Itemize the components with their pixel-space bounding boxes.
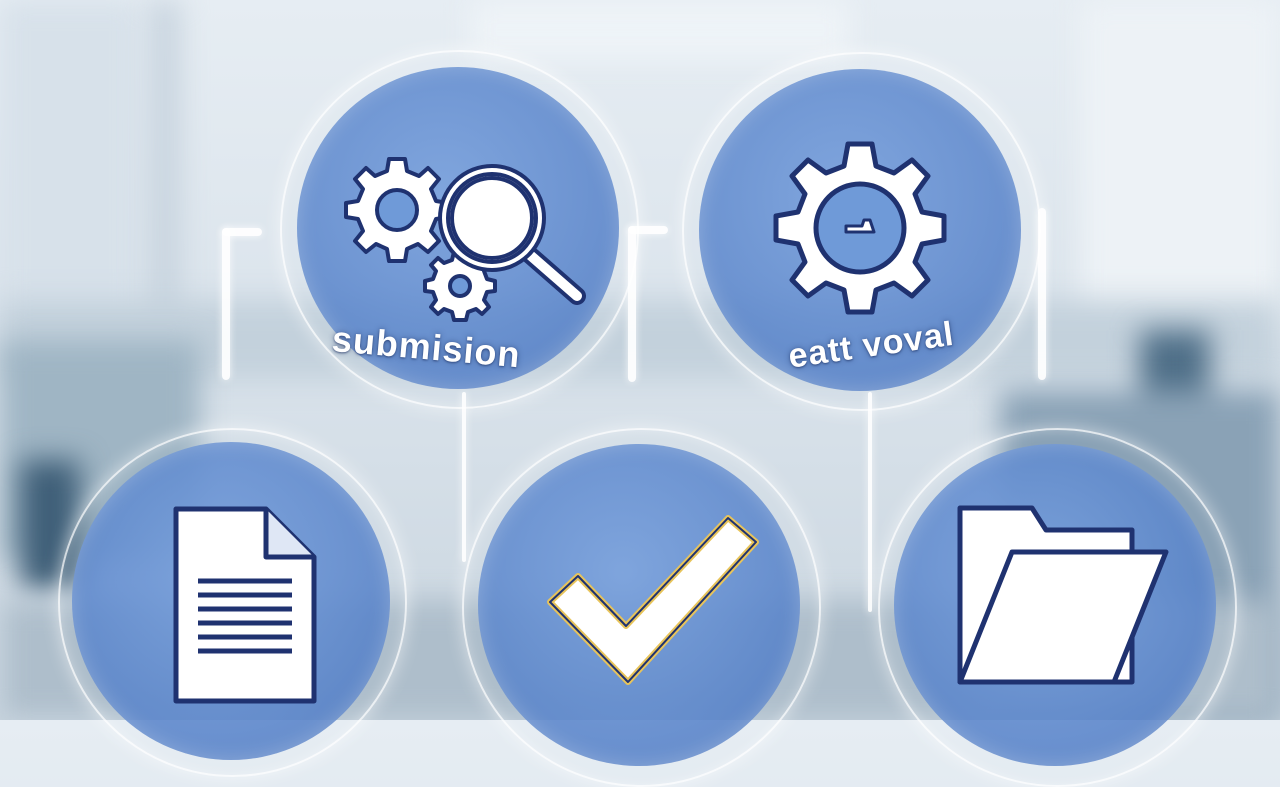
submission-node-halo [280,50,639,409]
folder-icon [957,505,1169,685]
middle-bracket-top [628,226,668,234]
right-bracket-vertical [1038,208,1046,380]
gears-magnifier-icon [344,157,586,322]
workflow-diagram: submision eatt voval [58,50,1237,787]
check-node [478,444,800,766]
approval-node-halo [682,52,1041,411]
connector-submission [462,392,466,562]
document-icon [173,506,317,704]
left-bracket-vertical [222,228,230,380]
middle-bracket-vertical [628,226,636,382]
connector-approval [868,392,872,612]
checkmark-icon [547,515,759,685]
left-bracket-top [222,228,262,236]
gear-icon [773,141,947,315]
